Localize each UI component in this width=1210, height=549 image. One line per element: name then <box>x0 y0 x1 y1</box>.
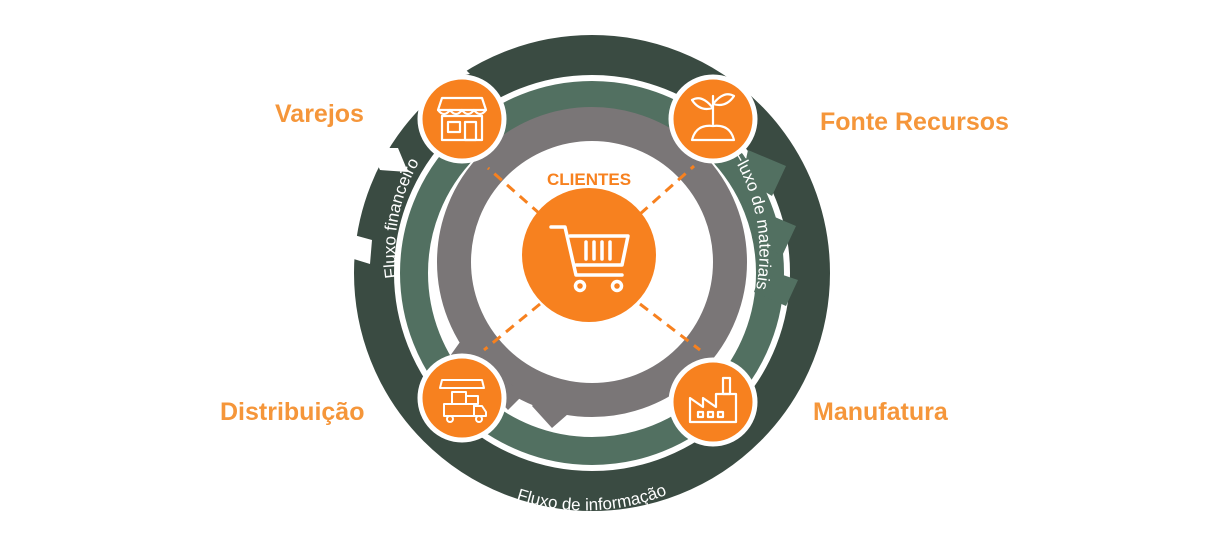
delivery-truck-icon <box>439 379 487 423</box>
node-distribuicao <box>417 353 507 443</box>
storefront-icon <box>436 96 488 142</box>
outer-ring-chevrons <box>343 52 470 264</box>
node-label-distribuicao: Distribuição <box>220 398 365 426</box>
outer-ring <box>354 35 830 511</box>
node-label-varejos: Varejos <box>275 100 364 128</box>
connector-varejos <box>487 166 541 216</box>
node-fonte-recursos <box>668 74 758 164</box>
inner-ring <box>437 107 747 417</box>
node-varejos <box>417 74 507 164</box>
connector-lines <box>483 164 701 352</box>
center-label: CLIENTES <box>547 170 631 189</box>
plant-sprout-icon <box>690 93 736 142</box>
factory-icon <box>688 376 738 424</box>
connector-manufatura <box>639 302 701 352</box>
node-label-manufatura: Manufatura <box>813 398 948 426</box>
connector-distribuicao <box>483 302 541 352</box>
connector-fonte-recursos <box>639 164 695 216</box>
shopping-cart-icon <box>549 225 630 293</box>
node-manufatura <box>668 357 758 447</box>
node-label-fonte-recursos: Fonte Recursos <box>820 108 1009 136</box>
center-node <box>522 188 656 322</box>
middle-ring-chevrons <box>742 150 798 306</box>
